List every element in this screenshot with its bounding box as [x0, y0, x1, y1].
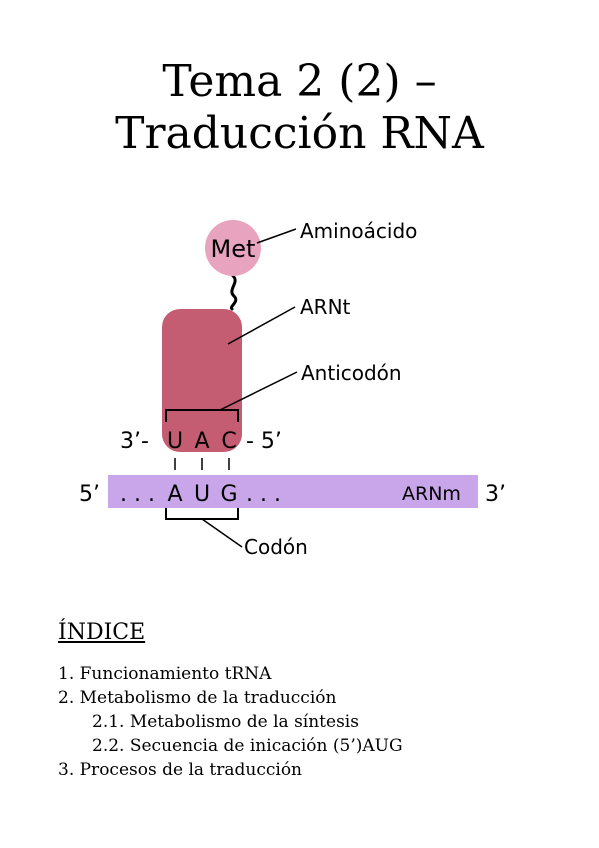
codon-base: U — [194, 482, 210, 507]
index-subitem: 2.1. Metabolismo de la síntesis — [92, 712, 359, 732]
leader-line-trna — [227, 306, 296, 345]
label-anticodon: Anticodón — [301, 361, 402, 385]
index-list: 1. Funcionamiento tRNA 2. Metabolismo de… — [58, 662, 403, 782]
anticodon-base: C — [221, 429, 236, 454]
label-mrna: ARNm — [402, 483, 461, 505]
trna-body — [162, 309, 242, 452]
page-title: Tema 2 (2) – Traducción RNA — [0, 56, 599, 160]
mrna-strand — [108, 475, 478, 508]
codon-base: G — [220, 482, 237, 507]
codon-base: A — [167, 482, 182, 507]
anticodon-bracket — [165, 409, 239, 422]
mrna-prefix: . . . — [120, 482, 155, 507]
label-trna: ARNt — [300, 295, 351, 319]
codon-bracket — [165, 508, 239, 520]
title-line-1: Tema 2 (2) – — [162, 56, 437, 107]
index-heading: ÍNDICE — [58, 620, 146, 645]
aminoacid-linker — [229, 274, 238, 311]
mrna-left-end: 5’ — [79, 482, 100, 507]
index-item: 3. Procesos de la traducción — [58, 760, 303, 780]
aminoacid-circle — [205, 220, 261, 276]
anticodon-left-end: 3’- — [120, 429, 149, 454]
leader-line-anticodon — [219, 371, 298, 411]
title-line-2: Traducción RNA — [115, 108, 484, 159]
mrna-right-end: 3’ — [485, 482, 506, 507]
label-aminoacid: Aminoácido — [300, 219, 417, 243]
index-item: 2. Metabolismo de la traducción — [58, 688, 337, 708]
anticodon-base: A — [194, 429, 209, 454]
mrna-suffix: . . . — [246, 482, 281, 507]
aminoacid-abbr: Met — [211, 235, 256, 263]
label-codon: Codón — [244, 535, 308, 559]
index-item: 1. Funcionamiento tRNA — [58, 664, 272, 684]
index-subitem: 2.2. Secuencia de inicación (5’)AUG — [92, 736, 403, 756]
anticodon-base: U — [167, 429, 183, 454]
anticodon-right-end: - 5’ — [246, 429, 282, 454]
leader-line-codon — [201, 518, 243, 548]
translation-diagram: Met Aminoácido ARNt Anticodón Codón 3’ - … — [79, 219, 506, 559]
leader-line-aminoacid — [256, 228, 297, 244]
